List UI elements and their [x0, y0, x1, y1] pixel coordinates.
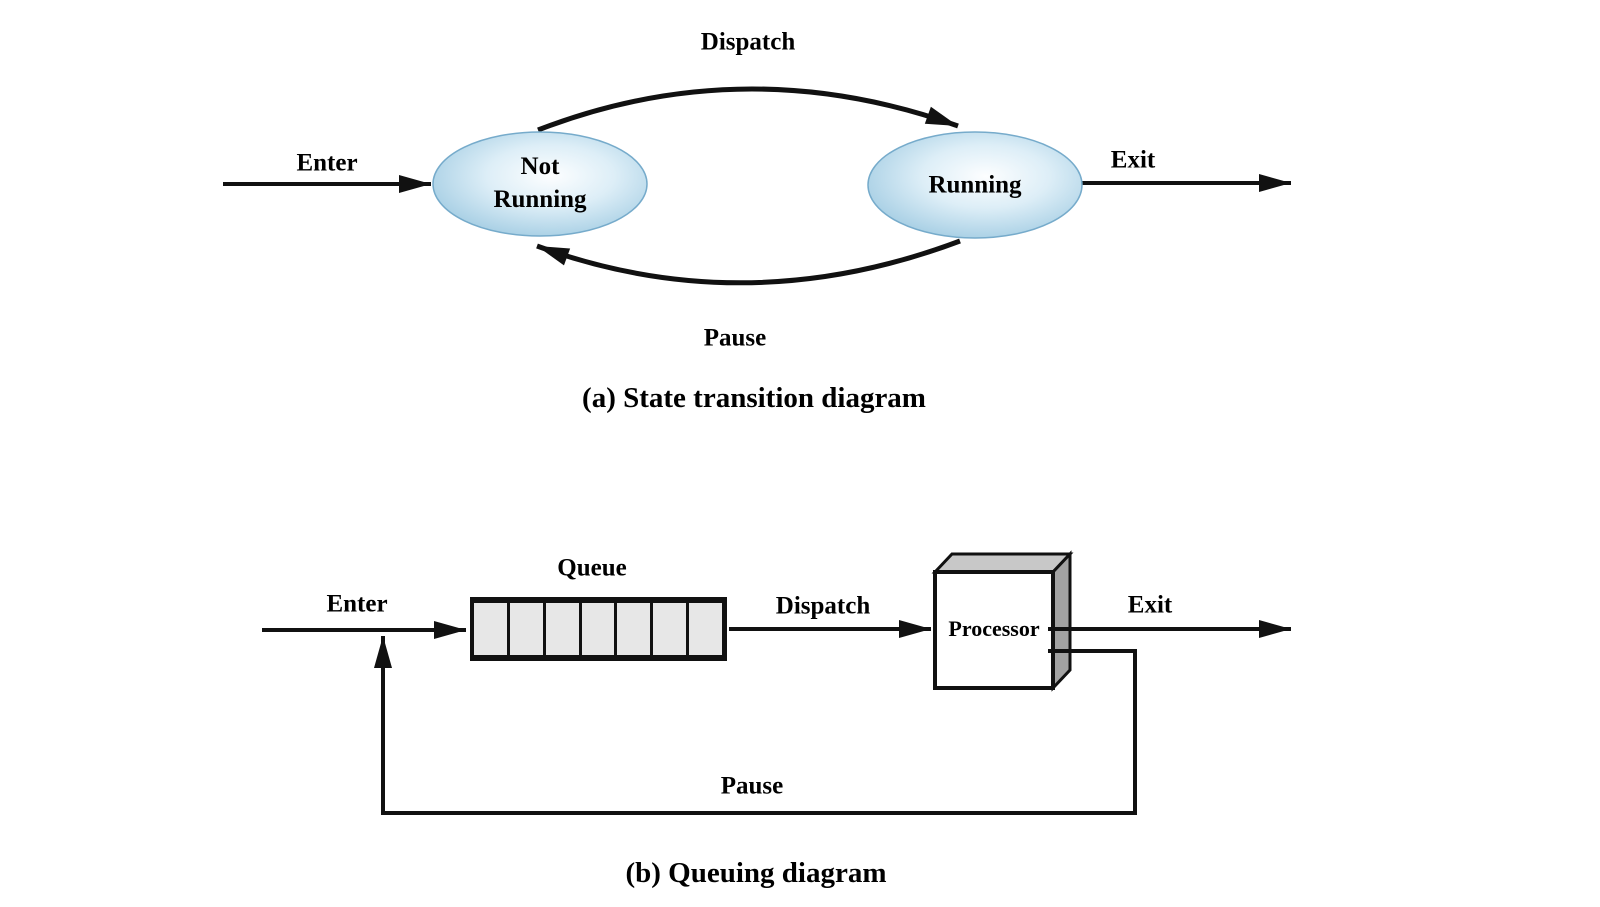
caption-a: (a) State transition diagram [582, 382, 926, 415]
queue-cell [509, 603, 546, 655]
enter-label-b: Enter [326, 590, 388, 618]
not-running-state-label: Not Running [493, 150, 586, 216]
state-transition-diagram [223, 86, 1291, 286]
queue-cell [653, 603, 690, 655]
pause-label-a: Pause [703, 324, 767, 352]
exit-label-b: Exit [1127, 591, 1173, 619]
queue-label: Queue [557, 554, 627, 582]
processor-label: Processor [948, 615, 1040, 641]
not-running-state-ellipse [432, 131, 648, 237]
queue-cell [689, 603, 723, 655]
processor-front-face [933, 570, 1055, 690]
pause-label-b: Pause [720, 772, 784, 800]
enter-label-a: Enter [296, 149, 358, 177]
queue-cell [474, 603, 510, 655]
pause-feedback-line [374, 636, 1137, 815]
pause-arc [536, 238, 961, 286]
processor-side-face [1051, 550, 1072, 692]
running-state-label: Running [928, 171, 1022, 199]
dispatch-label-a: Dispatch [700, 28, 796, 56]
not-running-line2: Running [493, 186, 587, 213]
queue-cell [545, 603, 582, 655]
queue-cell [617, 603, 654, 655]
running-state-ellipse [867, 131, 1083, 239]
caption-b: (b) Queuing diagram [625, 857, 887, 890]
dispatch-label-b: Dispatch [775, 592, 871, 620]
exit-label-a: Exit [1110, 146, 1156, 174]
queue-cell [581, 603, 618, 655]
not-running-line1: Not [520, 153, 560, 180]
processor-top-face [931, 552, 1074, 574]
queuing-diagram [262, 550, 1291, 815]
dispatch-arc [537, 86, 959, 133]
queue-box [470, 597, 727, 661]
